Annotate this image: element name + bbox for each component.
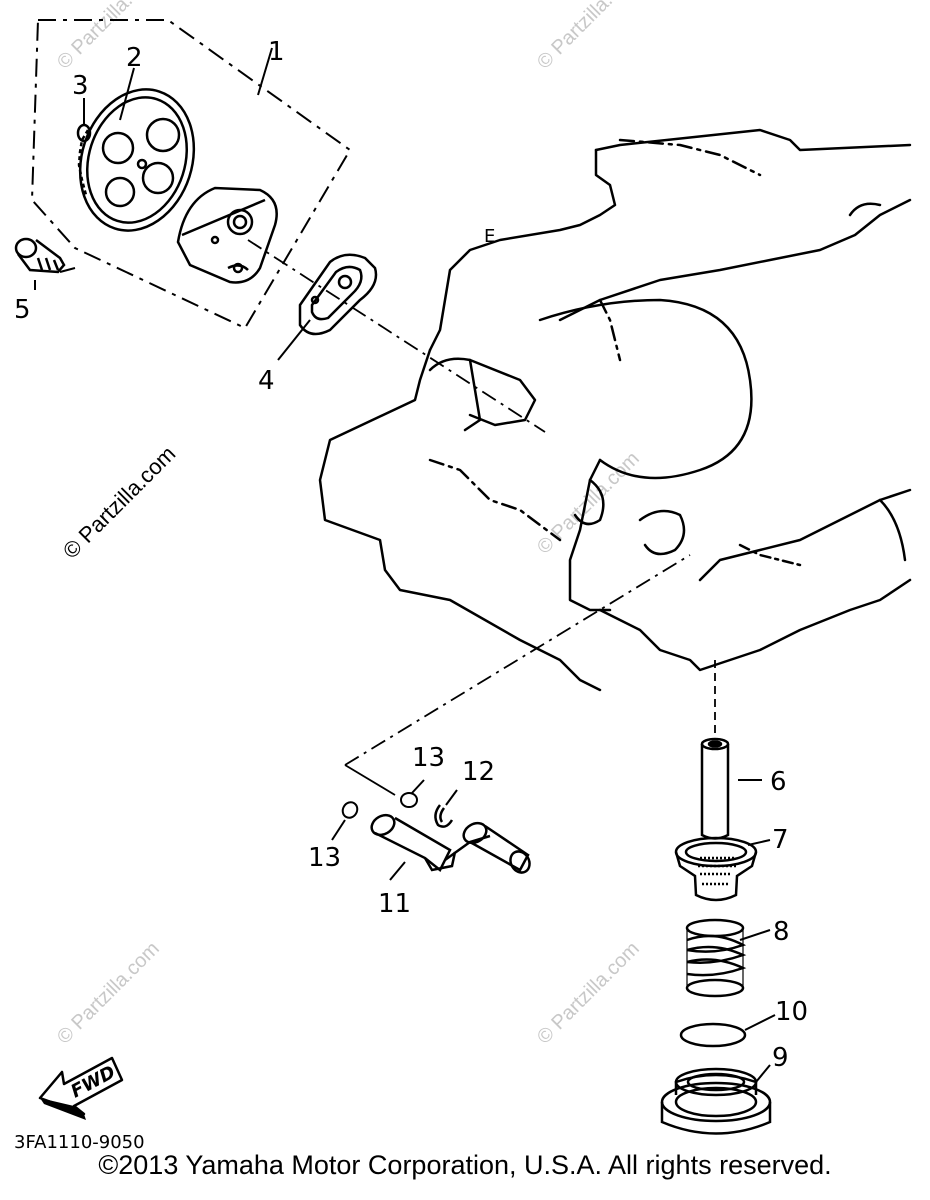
pipe bbox=[700, 737, 730, 840]
circlip bbox=[434, 804, 454, 828]
watermark: © Partzilla.com bbox=[53, 0, 164, 74]
part-label-1: 1 bbox=[268, 37, 285, 67]
gear bbox=[77, 88, 196, 232]
watermark: © Partzilla.com bbox=[58, 441, 181, 564]
part-label-9: 9 bbox=[772, 1043, 789, 1073]
diagram-code: 3FA1110-9050 bbox=[14, 1132, 145, 1153]
axis-lines bbox=[247, 239, 716, 796]
part-label-6: 6 bbox=[770, 767, 787, 797]
strainer-shaft bbox=[370, 813, 531, 874]
leader-lines bbox=[34, 47, 776, 1083]
part-label-4: 4 bbox=[258, 366, 275, 396]
drain-plug bbox=[660, 1067, 772, 1135]
part-label-3: 3 bbox=[72, 71, 89, 101]
part-label-13b: 13 bbox=[308, 843, 341, 873]
spring bbox=[685, 918, 747, 998]
copyright-notice: ©2013 Yamaha Motor Corporation, U.S.A. A… bbox=[98, 1150, 832, 1180]
part-label-12: 12 bbox=[462, 757, 495, 787]
watermarks: © Partzilla.com © Partzilla.com © Partzi… bbox=[53, 0, 644, 1049]
part-label-13a: 13 bbox=[412, 743, 445, 773]
watermark: © Partzilla.com bbox=[533, 938, 644, 1049]
o-rings bbox=[341, 792, 418, 819]
part-label-10: 10 bbox=[775, 997, 808, 1027]
strainer bbox=[674, 836, 758, 902]
part-label-7: 7 bbox=[772, 825, 789, 855]
part-label-2: 2 bbox=[126, 43, 143, 73]
fwd-arrow-icon: FWD bbox=[38, 1056, 124, 1120]
pump-body bbox=[176, 186, 278, 284]
part-label-8: 8 bbox=[773, 917, 790, 947]
part-labels: 1 2 3 4 5 6 7 8 9 10 11 12 13 13 bbox=[14, 37, 808, 1073]
gasket bbox=[298, 253, 378, 336]
watermark: © Partzilla.com bbox=[533, 448, 644, 559]
o-ring bbox=[679, 1022, 747, 1048]
watermark: © Partzilla.com bbox=[53, 938, 164, 1049]
crankcase bbox=[318, 128, 912, 692]
watermark: © Partzilla.com bbox=[533, 0, 644, 74]
crankcase-mark: E bbox=[484, 226, 495, 247]
part-label-11: 11 bbox=[378, 889, 411, 919]
part-label-5: 5 bbox=[14, 295, 31, 325]
bolt bbox=[14, 237, 66, 274]
